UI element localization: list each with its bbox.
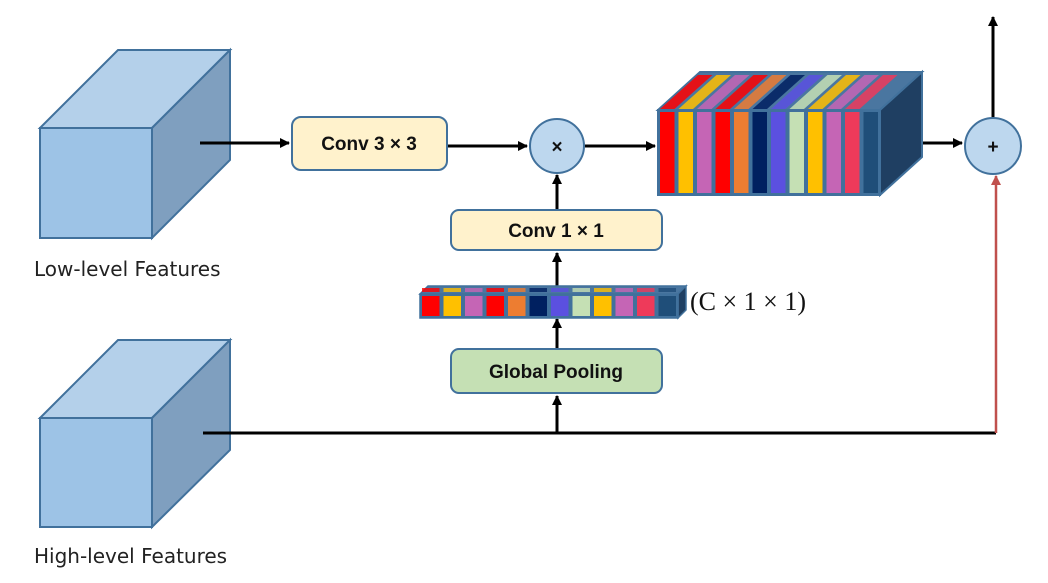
low-level-feature-cube	[37, 47, 233, 241]
global-pooling-block: Global Pooling	[450, 348, 663, 394]
multiply-symbol: ×	[551, 137, 562, 158]
low-level-label: Low-level Features	[34, 257, 221, 281]
vector-front-face	[419, 293, 679, 319]
channel-stripe	[678, 112, 693, 193]
add-symbol: +	[987, 137, 998, 158]
channel-stripe	[808, 112, 823, 193]
vector-cell-top	[508, 288, 526, 292]
global-pooling-label: Global Pooling	[489, 362, 623, 383]
conv1x1-label: Conv 1 × 1	[508, 221, 604, 242]
conv1x1-block: Conv 1 × 1	[450, 209, 663, 251]
channel-stripe-top	[789, 75, 842, 109]
channel-stripe-top	[845, 75, 898, 109]
channel-stripe-top	[678, 75, 731, 109]
vector-cell	[637, 296, 655, 316]
channel-stripe-top	[660, 75, 713, 109]
vector-cell-top	[529, 288, 547, 292]
channel-stripe	[771, 112, 786, 193]
vector-cell-top	[615, 288, 633, 292]
channel-stripe-top	[734, 75, 787, 109]
vector-shape-label: (C × 1 × 1)	[690, 287, 806, 316]
conv3x3-block: Conv 3 × 3	[291, 116, 448, 171]
vector-cell	[658, 296, 676, 316]
vector-cell	[615, 296, 633, 316]
vector-cell	[529, 296, 547, 316]
channel-attention-vector	[418, 284, 688, 320]
vector-cell	[465, 296, 483, 316]
vector-cell	[443, 296, 461, 316]
channel-stripe	[734, 112, 749, 193]
vector-cell-top	[443, 288, 461, 292]
channel-stripe	[752, 112, 767, 193]
vector-cell-top	[422, 288, 440, 292]
high-level-label: High-level Features	[34, 544, 227, 568]
channel-stripe	[845, 112, 860, 193]
channel-stripe-top	[715, 75, 768, 109]
vector-cell	[422, 296, 440, 316]
vector-cell-top	[465, 288, 483, 292]
vector-cell-top	[637, 288, 655, 292]
vector-cell-top	[551, 288, 569, 292]
channel-stripe-top	[771, 75, 824, 109]
channel-stripe-top	[752, 75, 805, 109]
channel-stripe	[697, 112, 712, 193]
conv3x3-label: Conv 3 × 3	[321, 134, 417, 155]
channel-stripe-top	[808, 75, 861, 109]
multiply-node: ×	[529, 118, 585, 174]
vector-cell	[572, 296, 590, 316]
high-level-feature-cube	[37, 337, 233, 530]
channel-stripe-top	[826, 75, 879, 109]
vector-cell-top	[594, 288, 612, 292]
vector-cell-top	[572, 288, 590, 292]
vector-cell-top	[658, 288, 676, 292]
channel-stripe	[715, 112, 730, 193]
weighted-feature-map	[655, 69, 925, 198]
vector-cell	[551, 296, 569, 316]
feature-map-front-face	[657, 109, 881, 196]
channel-stripe-top	[697, 75, 750, 109]
channel-stripe	[826, 112, 841, 193]
vector-cell	[486, 296, 504, 316]
vector-cell-top	[486, 288, 504, 292]
channel-stripe	[660, 112, 675, 193]
add-node: +	[964, 117, 1022, 175]
channel-stripe	[863, 112, 878, 193]
channel-stripe	[789, 112, 804, 193]
vector-cell	[508, 296, 526, 316]
vector-cell	[594, 296, 612, 316]
